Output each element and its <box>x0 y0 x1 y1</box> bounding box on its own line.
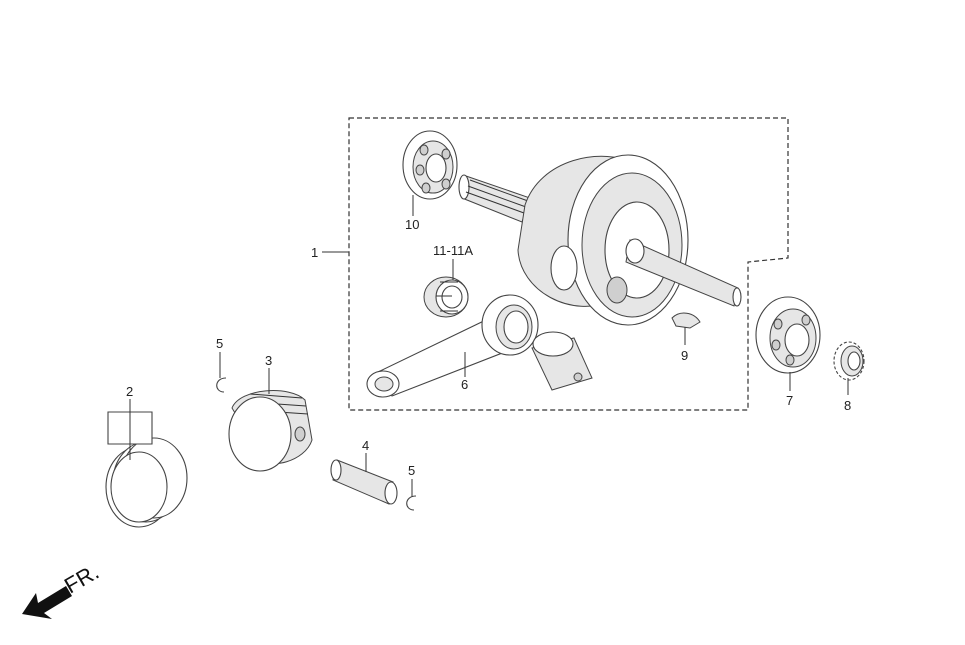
front-direction-arrow-icon <box>22 586 72 619</box>
crank-pin <box>531 331 593 391</box>
circlip-5-upper <box>216 377 227 393</box>
connecting-rod-6 <box>366 294 539 398</box>
leader-lines <box>129 195 849 497</box>
needle-bearing-11 <box>423 276 469 318</box>
callout-4: 4 <box>362 438 369 453</box>
callout-8: 8 <box>844 398 851 413</box>
piston-rings-2 <box>105 411 188 528</box>
woodruff-key-9 <box>671 312 701 329</box>
assembly-boundary-dashed <box>348 117 789 411</box>
callout-10: 10 <box>405 217 419 232</box>
circlip-5-lower <box>406 495 417 511</box>
callout-6: 6 <box>461 377 468 392</box>
callout-5-lower: 5 <box>408 463 415 478</box>
piston-3 <box>228 390 313 472</box>
crankshaft <box>458 154 742 326</box>
callout-1: 1 <box>311 245 318 260</box>
callout-3: 3 <box>265 353 272 368</box>
callout-7: 7 <box>786 393 793 408</box>
callout-9: 9 <box>681 348 688 363</box>
bearing-10 <box>402 130 458 200</box>
callout-5-upper: 5 <box>216 336 223 351</box>
piston-pin-4 <box>330 459 398 505</box>
sprocket-8 <box>833 341 865 381</box>
callout-11-11a: 11-11A <box>433 243 473 258</box>
bearing-7 <box>755 296 821 374</box>
callout-2: 2 <box>126 384 133 399</box>
